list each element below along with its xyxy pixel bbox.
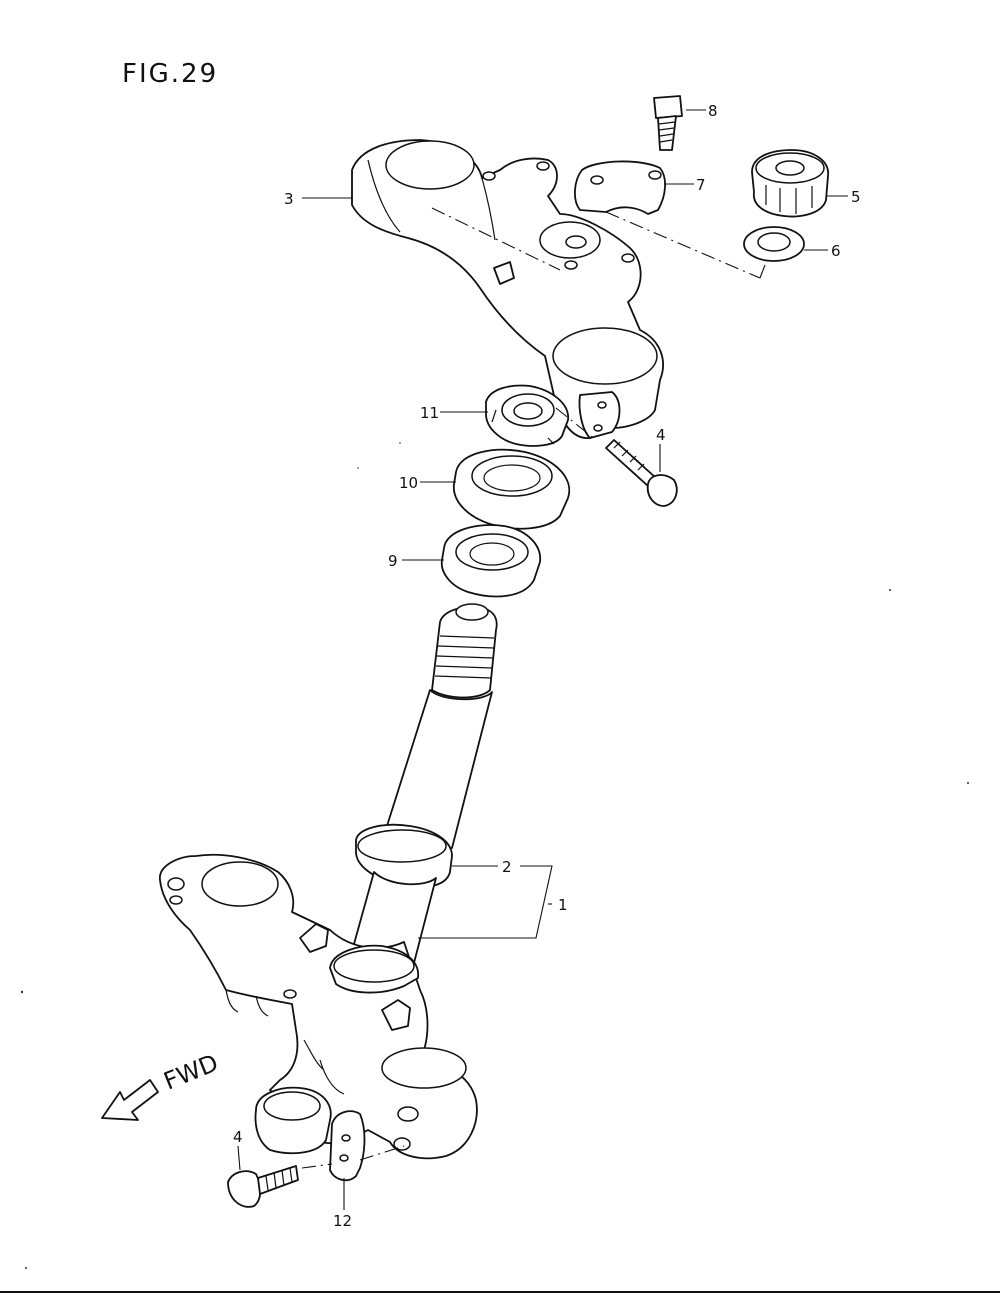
bearing-part-9 (440, 524, 541, 598)
callout-labels: 3 8 7 5 6 11 4 10 9 2 1 4 12 (233, 102, 861, 1230)
callout-4-lower: 4 (233, 1128, 243, 1146)
callout-5: 5 (851, 188, 861, 206)
callout-9: 9 (388, 552, 398, 570)
callout-11: 11 (420, 404, 439, 422)
bearing-part-10 (453, 448, 571, 530)
callout-4-upper: 4 (656, 426, 666, 444)
handlebar-holder-part (574, 160, 666, 215)
steering-stem-part (343, 603, 498, 987)
leader-lines (237, 109, 848, 1210)
lock-nut-part (485, 384, 569, 447)
assembly-guide-lines (301, 207, 766, 1169)
figure-title: FIG.29 (122, 59, 218, 89)
lower-bracket-part (159, 853, 478, 1160)
callout-7: 7 (696, 176, 706, 194)
callout-10: 10 (399, 474, 418, 492)
upper-bracket-part (351, 139, 664, 439)
fwd-arrow-icon (101, 1079, 159, 1121)
callout-8: 8 (708, 102, 718, 120)
callout-3: 3 (284, 190, 294, 208)
callout-12: 12 (333, 1212, 352, 1230)
bolt-part-8 (653, 95, 683, 151)
bracket-plate-part (329, 1110, 366, 1182)
callout-1: 1 (558, 896, 568, 914)
bolt-part-4-upper (605, 439, 678, 507)
scan-specks (20, 442, 969, 1269)
fwd-label: FWD (160, 1049, 222, 1096)
forward-direction-indicator: FWD (101, 1049, 222, 1121)
callout-6: 6 (831, 242, 841, 260)
bolt-part-4-lower (227, 1165, 299, 1208)
steering-stem-nut-part (751, 149, 829, 218)
washer-part (743, 226, 805, 262)
callout-2: 2 (502, 858, 512, 876)
